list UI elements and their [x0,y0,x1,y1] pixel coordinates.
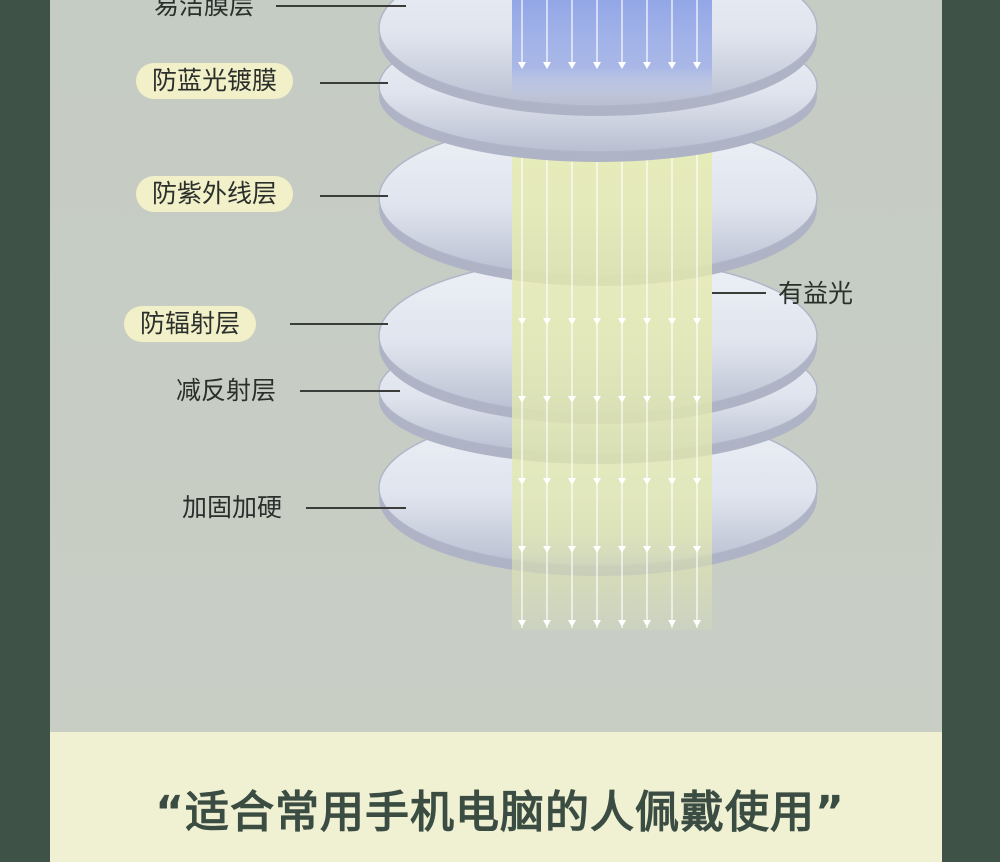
leader-anti-reflection [300,390,400,392]
leader-anti-blue [320,82,388,84]
label-hardening: 加固加硬 [182,493,283,522]
label-anti-radiation: 防辐射层 [124,306,257,342]
banner-quote-text: “适合常用手机电脑的人佩戴使用” [155,787,845,838]
label-anti-blue: 防蓝光镀膜 [136,63,294,99]
label-anti-reflection: 减反射层 [176,376,277,405]
label-useful-light: 有益光 [778,279,854,308]
label-anti-uv: 防紫外线层 [136,176,294,212]
blue-light-beam [512,0,712,96]
quote-banner [50,732,942,862]
lens-layers-illustration [378,0,818,630]
leader-hardening [306,507,406,509]
leader-anti-uv [320,195,388,197]
label-easy-clean: 易洁膜层 [154,0,255,20]
leader-easy-clean [276,5,406,7]
useful-light-beam [512,150,712,630]
leader-anti-radiation [290,323,388,325]
leader-useful-light [712,292,766,294]
